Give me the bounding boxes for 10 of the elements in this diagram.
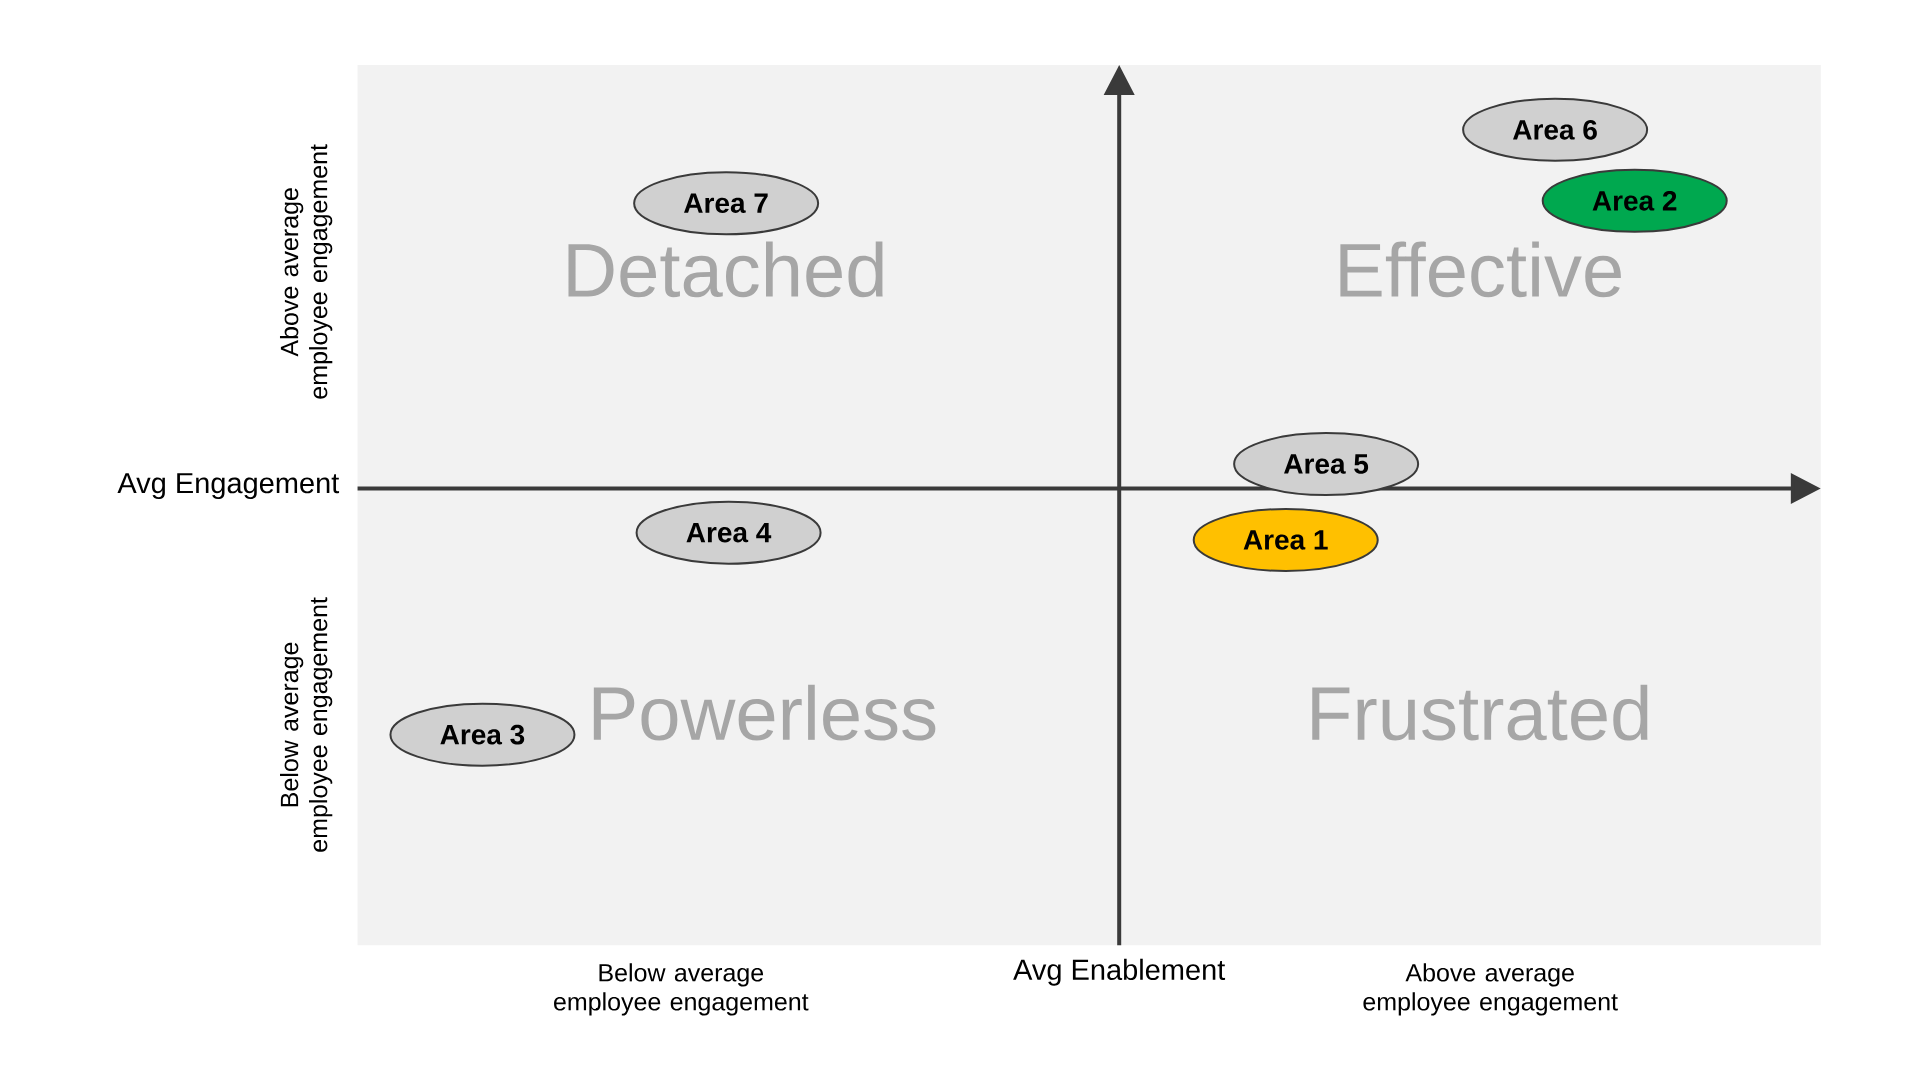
axis-label: Avg Enablement [1013, 958, 1226, 986]
quadrant-label: Powerless [593, 684, 936, 741]
axis-tick-label: Below average employee engagement [280, 597, 333, 852]
axis-tick-label: Below average employee engagement [554, 963, 809, 1016]
axis-tick-label: Above average employee engagement [280, 144, 333, 399]
quadrant-label: Effective [1340, 241, 1621, 298]
axis-tick-label: Above average employee engagement [1363, 963, 1618, 1016]
quadrant-label: Frustrated [1312, 684, 1648, 741]
axis-label: Avg Engagement [117, 473, 340, 500]
quadrant-label: Detached [568, 241, 883, 298]
